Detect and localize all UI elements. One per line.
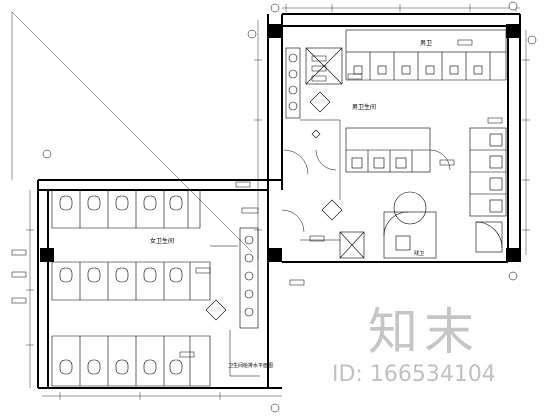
left-bottom-stall-row — [51, 335, 211, 387]
room-label-male: 男卫生间 — [352, 104, 377, 111]
watermark-id: ID: 166534104 — [332, 362, 496, 387]
top-stall-row — [345, 29, 507, 81]
accessible-room — [339, 191, 503, 259]
floor-drain-symbol — [309, 91, 343, 221]
structural-columns — [40, 24, 520, 262]
grid-bubbles — [42, 1, 537, 413]
room-label-disabled: 残卫 — [414, 251, 425, 257]
watermark-logo: 知末 — [368, 303, 480, 361]
room-label-male-short: 男卫 — [420, 40, 433, 47]
left-top-stall-row — [51, 190, 201, 229]
drawing-title: 卫生间给排水平面图 — [228, 363, 274, 369]
door-swings — [281, 149, 451, 233]
exterior-walls — [37, 13, 521, 389]
left-basin-counter — [205, 227, 259, 329]
leader-tags — [11, 39, 503, 358]
basin-column — [285, 47, 343, 119]
room-label-female: 女卫生间 — [150, 238, 175, 245]
pipe-runs — [210, 119, 341, 377]
middle-stall-block — [345, 127, 431, 173]
right-stall-block — [469, 127, 507, 217]
left-middle-stall-row — [51, 261, 211, 301]
dimension-lines — [26, 4, 530, 400]
